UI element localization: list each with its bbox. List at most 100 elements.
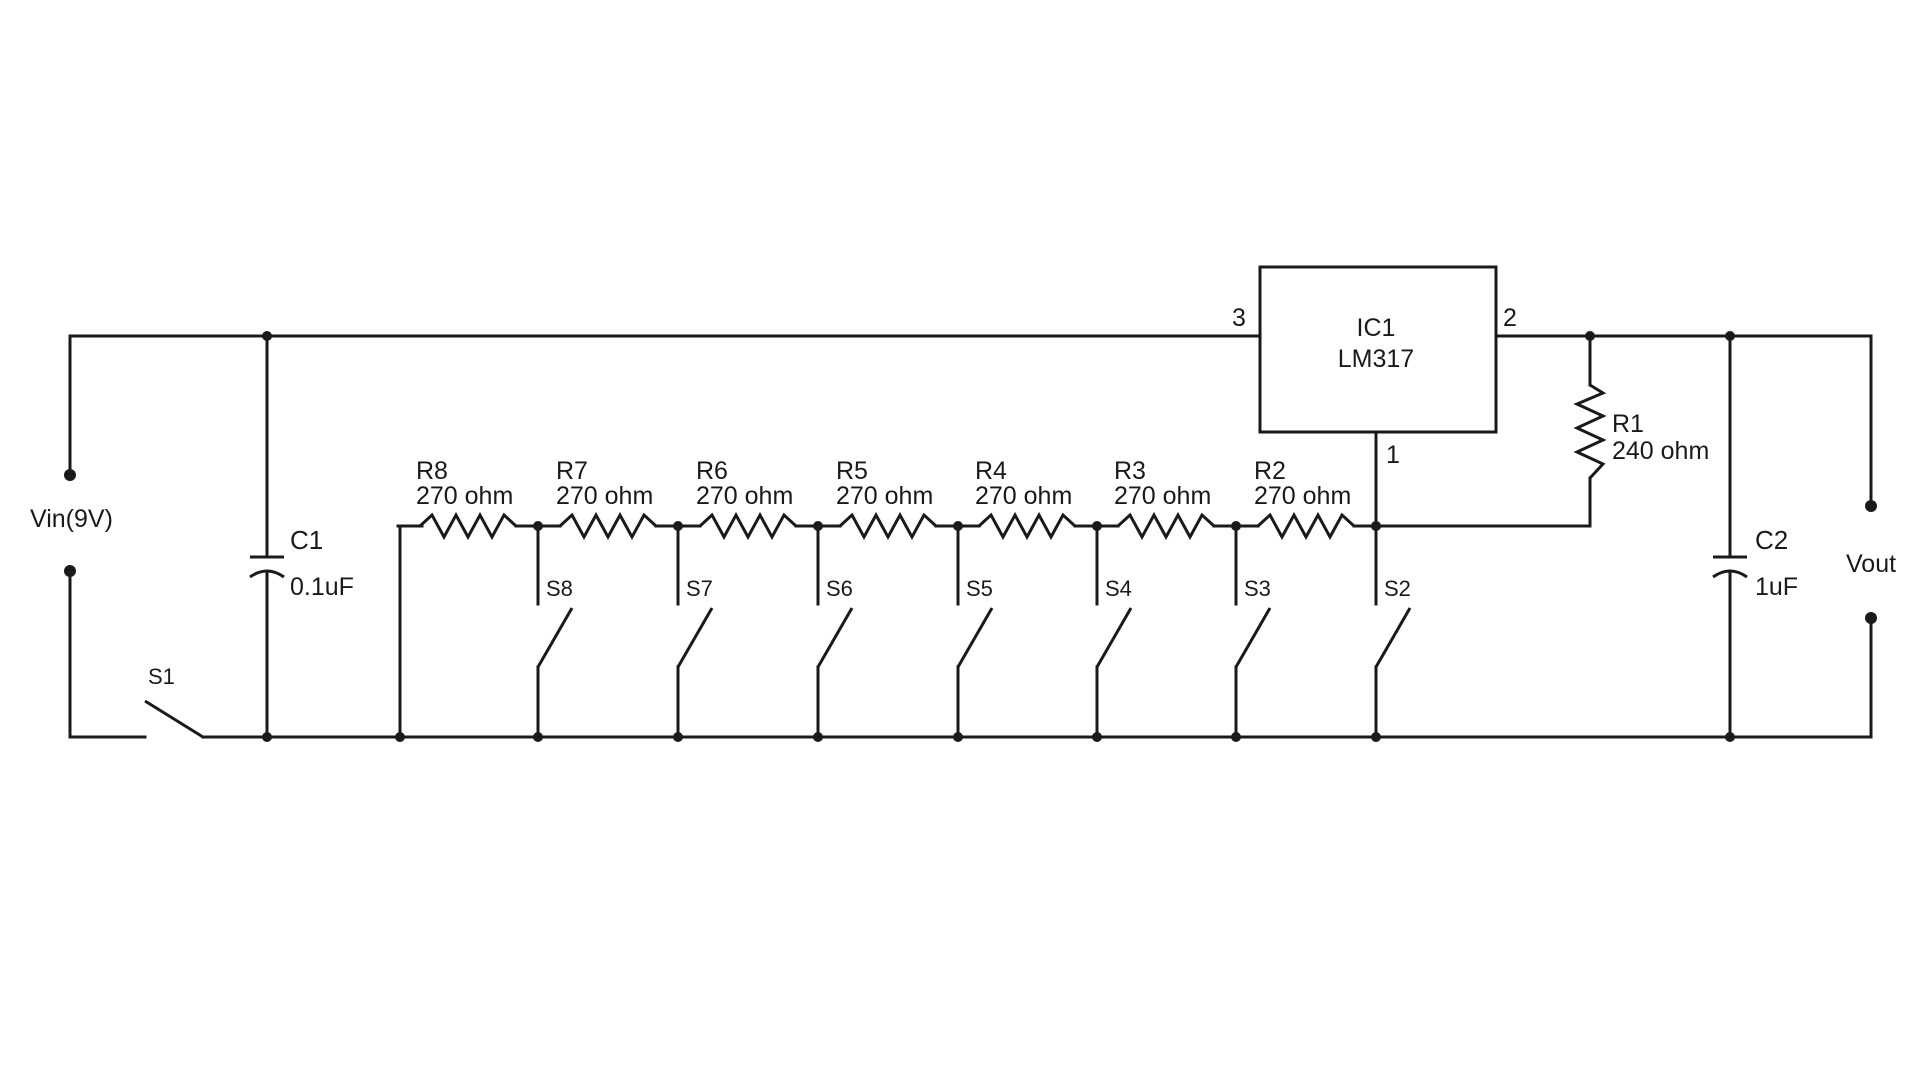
junction-dot bbox=[1725, 732, 1735, 742]
s1-label: S1 bbox=[148, 664, 175, 689]
ic1-pin2-label: 2 bbox=[1503, 304, 1517, 332]
switch-lever bbox=[676, 607, 714, 668]
switch-label: S3 bbox=[1244, 576, 1271, 601]
switch-s6: S6 bbox=[813, 521, 854, 742]
switch-s3: S3 bbox=[1231, 521, 1272, 742]
junction-dot bbox=[1371, 521, 1381, 531]
wire-vin-negative bbox=[68, 569, 147, 739]
junction-dot bbox=[673, 732, 683, 742]
switch-lever bbox=[956, 607, 994, 668]
junctions bbox=[262, 331, 1735, 742]
vout-negative-terminal bbox=[1865, 612, 1877, 624]
ic1-lm317: IC1 LM317 3 2 1 bbox=[1232, 265, 1517, 469]
resistor-ref-label: R4 bbox=[975, 457, 1007, 485]
vout-positive-terminal bbox=[1865, 500, 1877, 512]
wires bbox=[68, 334, 1873, 739]
vout-label: Vout bbox=[1846, 550, 1896, 578]
vin-label: Vin(9V) bbox=[30, 505, 113, 533]
junction-dot bbox=[1585, 331, 1595, 341]
vin-positive-terminal bbox=[64, 469, 76, 481]
resistor-value-label: 270 ohm bbox=[416, 482, 513, 510]
vin-negative-terminal bbox=[64, 565, 76, 577]
switch-s2: S2 bbox=[1371, 521, 1412, 742]
resistor-value-label: 270 ohm bbox=[1114, 482, 1211, 510]
c2-plate-curved bbox=[1712, 569, 1748, 579]
switch-label: S8 bbox=[546, 576, 573, 601]
switch-s1: S1 bbox=[144, 664, 204, 739]
r1-ref-label: R1 bbox=[1612, 410, 1644, 438]
c1-plate-curved bbox=[249, 569, 285, 579]
resistor-value-label: 270 ohm bbox=[556, 482, 653, 510]
switch-lever bbox=[1374, 607, 1412, 668]
resistor-value-label: 270 ohm bbox=[836, 482, 933, 510]
switch-label: S7 bbox=[686, 576, 713, 601]
junction-dot bbox=[953, 732, 963, 742]
switch-label: S4 bbox=[1105, 576, 1132, 601]
capacitor-c1: C1 0.1uF bbox=[249, 525, 354, 601]
resistor-zigzag bbox=[698, 511, 798, 541]
wire-r1-bottom bbox=[1374, 476, 1592, 528]
r1-zigzag bbox=[1573, 383, 1607, 480]
switch-s4: S4 bbox=[1092, 521, 1133, 742]
switch-lever bbox=[536, 607, 574, 668]
wire-chain-left bbox=[398, 524, 424, 739]
junction-dot bbox=[533, 732, 543, 742]
wire-top-input bbox=[68, 334, 1262, 477]
s1-lever bbox=[144, 699, 204, 739]
r1-value-label: 240 ohm bbox=[1612, 437, 1709, 465]
junction-dot bbox=[262, 732, 272, 742]
resistor-zigzag bbox=[558, 511, 658, 541]
switch-s7: S7 bbox=[673, 521, 714, 742]
resistor-ref-label: R2 bbox=[1254, 457, 1286, 485]
junction-dot bbox=[1231, 732, 1241, 742]
junction-dot bbox=[1092, 732, 1102, 742]
ic1-pin1-label: 1 bbox=[1386, 441, 1400, 469]
switch-label: S5 bbox=[966, 576, 993, 601]
c2-value-label: 1uF bbox=[1755, 573, 1798, 601]
switch-lever bbox=[1095, 607, 1133, 668]
resistor-ref-label: R8 bbox=[416, 457, 448, 485]
switch-label: S6 bbox=[826, 576, 853, 601]
resistor-zigzag bbox=[977, 511, 1077, 541]
c1-value-label: 0.1uF bbox=[290, 573, 354, 601]
resistor-zigzag bbox=[1116, 511, 1216, 541]
switch-lever bbox=[816, 607, 854, 668]
resistor-r1: R1 240 ohm bbox=[1573, 383, 1709, 480]
switch-lever bbox=[1234, 607, 1272, 668]
resistor-zigzag bbox=[838, 511, 938, 541]
resistor-ref-label: R7 bbox=[556, 457, 588, 485]
junction-dot bbox=[1725, 331, 1735, 341]
resistor-zigzag bbox=[1256, 511, 1356, 541]
wire-top-output bbox=[1494, 334, 1873, 508]
resistor-ref-label: R5 bbox=[836, 457, 868, 485]
resistor-value-label: 270 ohm bbox=[975, 482, 1072, 510]
resistor-zigzag bbox=[418, 511, 518, 541]
resistor-value-label: 270 ohm bbox=[696, 482, 793, 510]
c2-ref-label: C2 bbox=[1755, 525, 1788, 555]
capacitor-c2: C2 1uF bbox=[1712, 525, 1798, 601]
ic1-part-label: LM317 bbox=[1338, 345, 1414, 373]
resistor-ref-label: R6 bbox=[696, 457, 728, 485]
switch-s8: S8 bbox=[533, 521, 574, 742]
ic1-ref-label: IC1 bbox=[1357, 314, 1396, 342]
switch-label: S2 bbox=[1384, 576, 1411, 601]
junction-dot bbox=[813, 732, 823, 742]
resistor-ref-label: R3 bbox=[1114, 457, 1146, 485]
c1-ref-label: C1 bbox=[290, 525, 323, 555]
terminals: Vin(9V) Vout bbox=[30, 469, 1896, 624]
junction-dot bbox=[1371, 732, 1381, 742]
junction-dot bbox=[262, 331, 272, 341]
ic1-body bbox=[1258, 265, 1498, 434]
switch-s5: S5 bbox=[953, 521, 994, 742]
junction-dot bbox=[395, 732, 405, 742]
ic1-pin3-label: 3 bbox=[1232, 304, 1246, 332]
